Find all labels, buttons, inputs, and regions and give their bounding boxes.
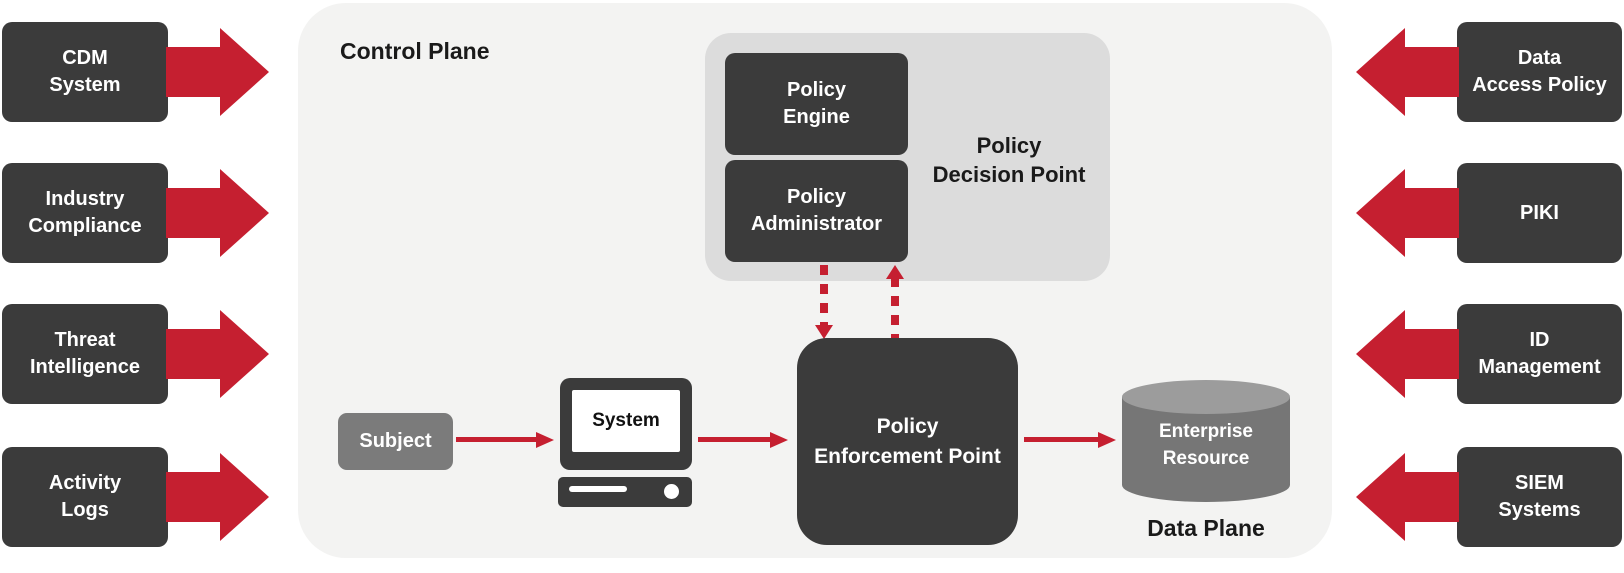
- output-box-id-management: ID Management: [1457, 304, 1622, 404]
- policy-engine-box: Policy Engine: [725, 53, 908, 155]
- subject-box: Subject: [338, 413, 453, 470]
- output-box-siem-systems: SIEM Systems: [1457, 447, 1622, 547]
- input-box-industry-compliance: Industry Compliance: [2, 163, 168, 263]
- right-block-arrow-icon: [166, 453, 269, 541]
- system-screen: System: [572, 390, 680, 452]
- right-block-arrow-icon: [166, 310, 269, 398]
- left-block-arrow-icon: [1356, 169, 1459, 257]
- policy-enforcement-point-box: Policy Enforcement Point: [797, 338, 1018, 545]
- input-box-activity-logs: Activity Logs: [2, 447, 168, 547]
- left-block-arrow-icon: [1356, 310, 1459, 398]
- policy-decision-point-label: Policy Decision Point: [932, 133, 1086, 187]
- arrowhead-up-icon: [886, 265, 904, 279]
- left-block-arrow-icon: [1356, 453, 1459, 541]
- output-box-piki: PIKI: [1457, 163, 1622, 263]
- flow-arrow-subject-to-system: [456, 432, 554, 448]
- computer-base-icon: [558, 477, 692, 507]
- power-button-icon: [664, 484, 679, 499]
- control-plane-label: Control Plane: [340, 38, 490, 64]
- input-box-cdm-system: CDM System: [2, 22, 168, 122]
- flow-arrow-pep-to-resource: [1024, 432, 1116, 448]
- dashed-arrow-pa-to-pep: [815, 265, 833, 339]
- right-block-arrow-icon: [166, 169, 269, 257]
- dashed-line: [891, 277, 899, 339]
- disk-slot-icon: [569, 486, 627, 492]
- output-box-data-access-policy: Data Access Policy: [1457, 22, 1622, 122]
- right-block-arrow-icon: [166, 28, 269, 116]
- flow-arrow-system-to-pep: [698, 432, 788, 448]
- arrowhead-down-icon: [815, 325, 833, 339]
- policy-administrator-box: Policy Administrator: [725, 160, 908, 262]
- input-box-threat-intelligence: Threat Intelligence: [2, 304, 168, 404]
- dashed-arrow-pep-to-pa: [886, 265, 904, 339]
- system-label: System: [592, 410, 660, 431]
- data-plane-label: Data Plane: [1147, 515, 1265, 541]
- left-block-arrow-icon: [1356, 28, 1459, 116]
- enterprise-resource-cylinder-icon: [1122, 380, 1290, 502]
- enterprise-resource-label: Enterprise Resource: [1159, 421, 1253, 469]
- dashed-line: [820, 265, 828, 327]
